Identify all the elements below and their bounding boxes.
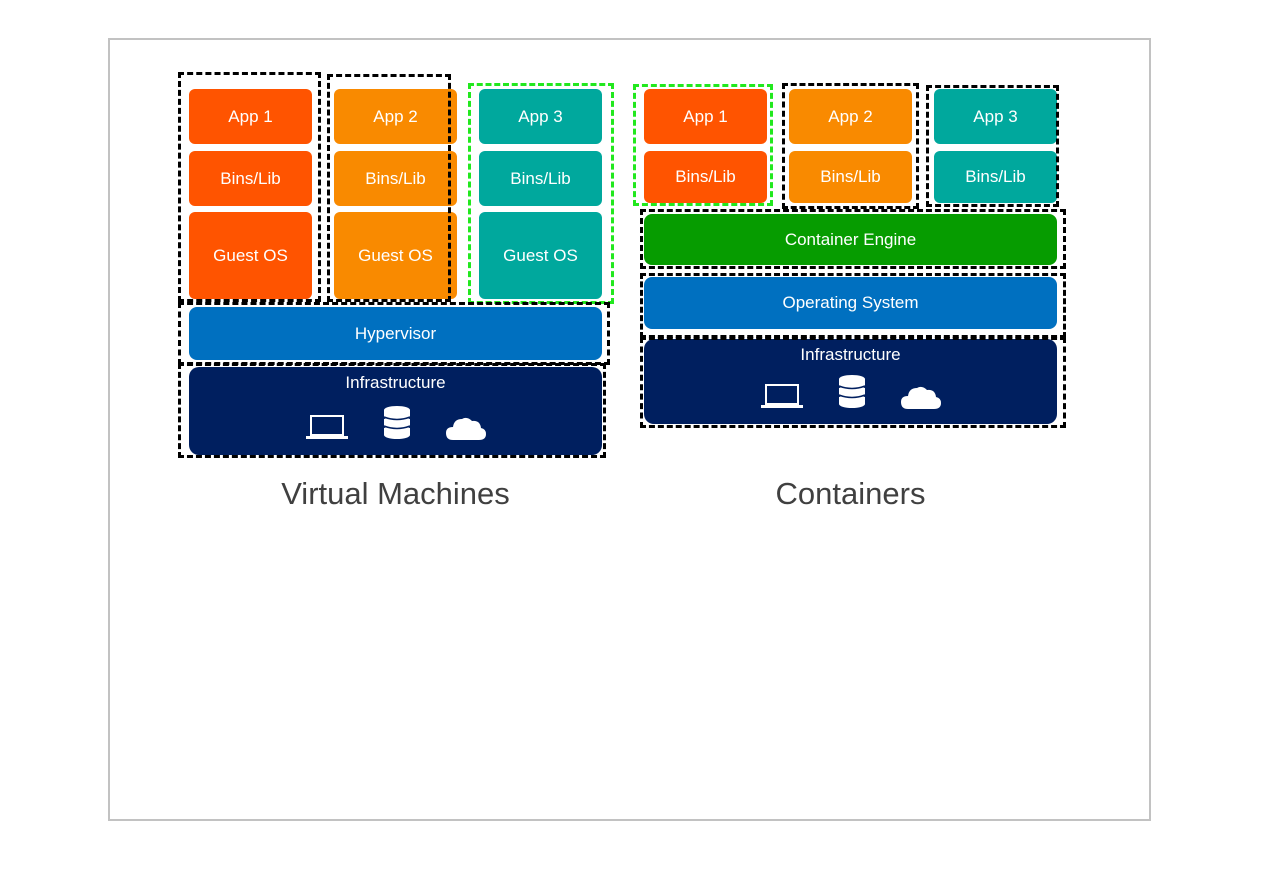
vm-bins-lib-3: Bins/Lib xyxy=(479,151,602,206)
operating-system-dashed-outline xyxy=(640,273,1066,338)
database-icon xyxy=(383,406,410,439)
container-app-1: App 1 xyxy=(644,89,767,144)
operating-system-layer: Operating System xyxy=(644,277,1057,329)
cloud-icon xyxy=(900,386,941,409)
database-icon xyxy=(838,375,865,408)
hypervisor-layer: Hypervisor xyxy=(189,307,602,360)
cloud-icon xyxy=(445,417,486,440)
vm-bins-lib-2: Bins/Lib xyxy=(334,151,457,206)
container-bins-lib-1: Bins/Lib xyxy=(644,151,767,203)
vm-bins-lib-1: Bins/Lib xyxy=(189,151,312,206)
vm-infrastructure-dashed-outline xyxy=(178,363,606,458)
container-app-3: App 3 xyxy=(934,89,1057,144)
vm-guest-os-2: Guest OS xyxy=(334,212,457,299)
container-infrastructure-label: Infrastructure xyxy=(800,345,901,364)
container-infrastructure-layer: Infrastructure xyxy=(644,339,1057,424)
vm-app-2: App 2 xyxy=(334,89,457,144)
vm-3-dashed-outline-highlight xyxy=(468,83,614,304)
laptop-icon xyxy=(760,384,803,408)
container-bins-lib-3: Bins/Lib xyxy=(934,151,1057,203)
vm-2-dashed-outline xyxy=(327,74,451,302)
laptop-icon xyxy=(305,415,348,439)
vm-guest-os-3: Guest OS xyxy=(479,212,602,299)
container-2-dashed-outline xyxy=(782,83,919,209)
vm-app-1: App 1 xyxy=(189,89,312,144)
container-3-dashed-outline xyxy=(926,85,1059,207)
containers-caption: Containers xyxy=(775,476,926,511)
container-1-dashed-outline-highlight xyxy=(633,84,773,206)
vm-guest-os-1: Guest OS xyxy=(189,212,312,299)
container-bins-lib-2: Bins/Lib xyxy=(789,151,912,203)
container-app-2: App 2 xyxy=(789,89,912,144)
vm-app-3: App 3 xyxy=(479,89,602,144)
vm-infrastructure-layer: Infrastructure xyxy=(189,367,602,455)
hypervisor-dashed-outline xyxy=(178,302,610,365)
vm-caption: Virtual Machines xyxy=(281,476,510,511)
container-engine-dashed-outline xyxy=(640,209,1066,269)
container-engine-layer: Container Engine xyxy=(644,214,1057,265)
container-infrastructure-dashed-outline xyxy=(640,337,1066,428)
vm-infrastructure-label: Infrastructure xyxy=(345,373,446,392)
vm-1-dashed-outline xyxy=(178,72,321,302)
